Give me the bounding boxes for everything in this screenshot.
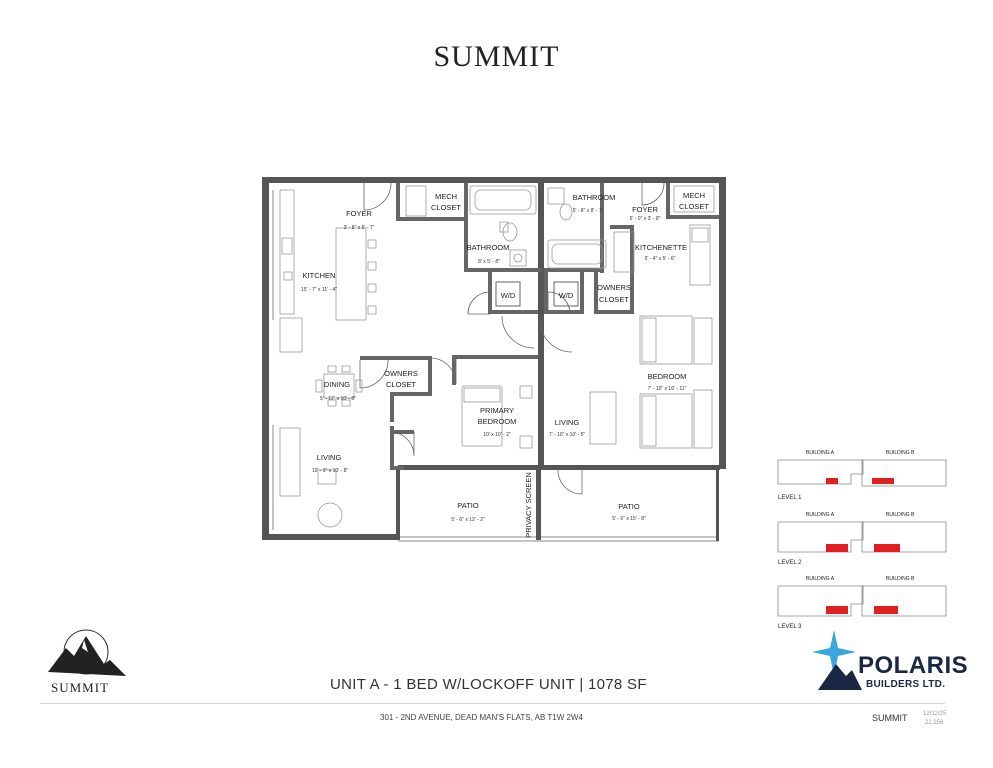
footer-divider (40, 703, 945, 704)
patio-b-label: PATIO (618, 502, 640, 511)
living-a-label: LIVING (317, 453, 342, 462)
footer-project-name: SUMMIT (872, 713, 908, 723)
wall-right (719, 177, 726, 469)
living-b-label: LIVING (555, 418, 580, 427)
primary-bedroom-line2: BEDROOM (478, 417, 517, 426)
unit-highlight-b-l1 (872, 478, 894, 484)
foyer-b-dim: 5' - 0" x 3' - 8" (630, 216, 661, 222)
patio-edge-right (716, 469, 719, 541)
mech-closet-a-line1: MECH (435, 192, 457, 201)
owners-closet-a-line2: CLOSET (386, 380, 416, 389)
key-plan-level-1: BUILDING A BUILDING B LEVEL 1 (777, 450, 947, 501)
summit-logo-word: SUMMIT (51, 680, 110, 695)
level-1-label: LEVEL 1 (778, 495, 802, 501)
wall-bottom-left (262, 534, 398, 540)
wd-a-label: W/D (501, 291, 516, 300)
building-b-label-l3: BUILDING B (886, 576, 915, 582)
privacy-screen-label: PRIVACY SCREEN (524, 472, 533, 538)
mech-closet-a-line2: CLOSET (431, 203, 461, 212)
kitchenette-dim: 6' - 4" x 5' - 6" (645, 256, 676, 262)
owners-closet-a-line1: OWNERS (384, 369, 418, 378)
unit-title: UNIT A - 1 BED W/LOCKOFF UNIT | 1078 SF (330, 676, 647, 693)
bathroom-a-dim: 8' x 5' - 8" (478, 259, 500, 265)
polaris-name: POLARIS (858, 652, 969, 679)
unit-highlight-a-l1 (826, 478, 838, 484)
dining-dim: 5' - 11" x 10' - 8" (320, 396, 356, 402)
building-a-label-l1: BUILDING A (806, 450, 835, 456)
address: 301 - 2ND AVENUE, DEAD MAN'S FLATS, AB T… (380, 713, 583, 722)
primary-bedroom-line1: PRIMARY (480, 406, 514, 415)
bathroom-b-label: BATHROOM (573, 193, 616, 202)
summit-logo (48, 629, 126, 676)
bathroom-b-dim: 5' - 8" x 8' - 1" (573, 208, 604, 214)
wd-b-label: W/D (559, 291, 574, 300)
patio-a-label: PATIO (457, 501, 479, 510)
patio-post-left (396, 470, 400, 540)
building-a-label-l3: BUILDING A (806, 576, 835, 582)
patio-a-dim: 5' - 6" x 12' - 2" (451, 517, 485, 523)
kitchen-dim: 15' - 7" x 11' - 4" (301, 287, 337, 293)
kitchen-label: KITCHEN (303, 271, 336, 280)
owners-closet-b-line1: OWNERS (597, 283, 631, 292)
kitchenette-label: KITCHENETTE (635, 243, 687, 252)
wall-patio-line (398, 465, 720, 470)
foyer-b-label: FOYER (632, 205, 658, 214)
polaris-star-logo (812, 630, 862, 690)
primary-bedroom-dim: 10' x 10' - 2" (483, 432, 511, 438)
owners-closet-b-line2: CLOSET (599, 295, 629, 304)
wall-left (262, 177, 269, 540)
level-2-label: LEVEL 2 (778, 560, 802, 566)
living-b-dim: 7' - 10" x 10' - 5" (549, 432, 586, 438)
building-b-label-l1: BUILDING B (886, 450, 915, 456)
foyer-a-dim: 3' - 8" x 5' - 7" (344, 225, 375, 231)
bathroom-a-label: BATHROOM (467, 243, 510, 252)
polaris-subtitle: BUILDERS LTD. (866, 679, 946, 690)
page-title: SUMMIT (433, 40, 560, 73)
key-plan-level-3: BUILDING A BUILDING B LEVEL 3 (777, 576, 947, 630)
living-a-dim: 10' - 9" x 10' - 8" (312, 468, 349, 474)
key-plan: BUILDING A BUILDING B LEVEL 1 BUILDING A… (777, 450, 947, 630)
unit-highlight-a-l2 (826, 544, 848, 552)
level-3-label: LEVEL 3 (778, 624, 802, 630)
dining-label: DINING (324, 380, 350, 389)
footer-version: 22.256 (925, 720, 944, 726)
unit-highlight-b-l3 (874, 606, 898, 614)
unit-highlight-b-l2 (874, 544, 900, 552)
unit-highlight-a-l3 (826, 606, 848, 614)
footer-date: 12/12/25 (923, 711, 947, 717)
wall-demising (538, 183, 544, 465)
key-plan-level-2: BUILDING A BUILDING B LEVEL 2 (777, 512, 947, 566)
mech-closet-b-line1: MECH (683, 191, 705, 200)
bedroom-dim: 7' - 10" x 16' - 11" (648, 386, 687, 392)
patio-b-dim: 5' - 6" x 15' - 8" (612, 516, 646, 522)
building-b-label-l2: BUILDING B (886, 512, 915, 518)
privacy-screen (536, 470, 541, 540)
mech-closet-b-line2: CLOSET (679, 202, 709, 211)
foyer-a-label: FOYER (346, 209, 372, 218)
building-a-label-l2: BUILDING A (806, 512, 835, 518)
bedroom-label: BEDROOM (648, 372, 687, 381)
wall-top (262, 177, 726, 183)
